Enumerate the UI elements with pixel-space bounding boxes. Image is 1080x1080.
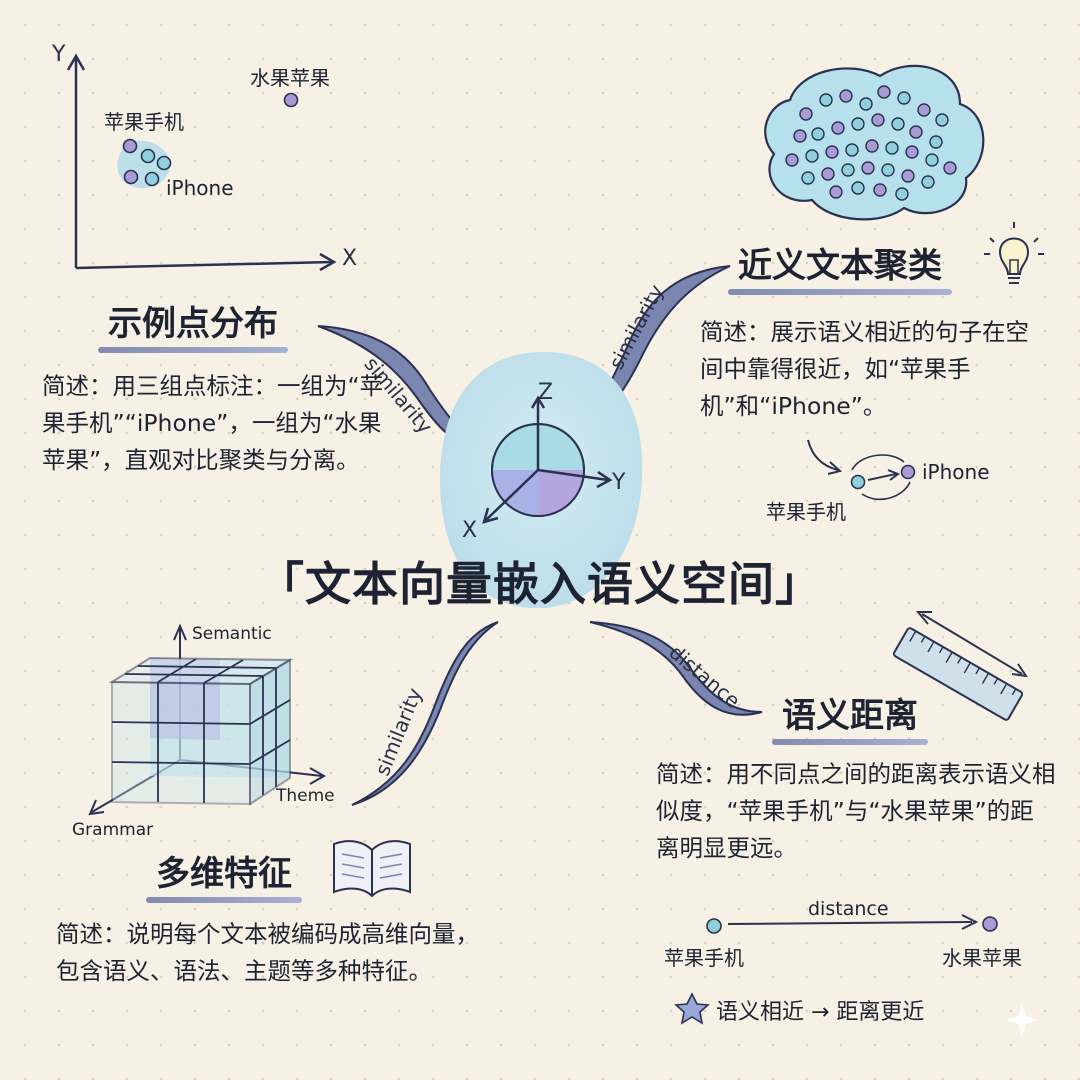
cloud-dot: [851, 181, 865, 195]
ruler-tick: [945, 651, 953, 663]
example-title: 示例点分布: [98, 296, 288, 353]
cloud-dot: [865, 139, 879, 153]
cloud-dot: [793, 129, 807, 143]
cloud-dot: [891, 117, 905, 131]
center-axis-x: X: [462, 518, 478, 543]
cloud-dot: [905, 145, 919, 159]
cloud-dot: [881, 163, 895, 177]
example-label-fruit: 水果苹果: [250, 66, 330, 90]
cloud-dot: [873, 183, 887, 197]
cluster-title: 近义文本聚类: [728, 238, 952, 295]
features-axis-grammar: Grammar: [72, 820, 154, 840]
cloud-dot: [929, 135, 943, 149]
cloud-dot: [921, 175, 935, 189]
cloud-dot: [871, 113, 885, 127]
cloud-dot: [925, 153, 939, 167]
cloud-dot: [895, 187, 909, 201]
ruler-tick: [957, 657, 962, 664]
cloud-dot: [859, 97, 873, 111]
distance-note: 语义相近 → 距离更近: [716, 1000, 925, 1025]
cloud-dot: [909, 125, 923, 139]
cloud-dot: [821, 167, 835, 181]
ruler-tick: [975, 667, 981, 675]
center-axis-y: Y: [612, 470, 626, 495]
distance-arrow-label: distance: [808, 898, 889, 920]
cloud-dot: [845, 143, 859, 157]
ruler-tick: [1011, 688, 1017, 696]
distance-desc: 简述：用不同点之间的距离表示语义相似度，“苹果手机”与“水果苹果”的距离明显更远…: [656, 760, 1056, 862]
cloud-dot: [839, 89, 853, 103]
cloud-dot: [819, 93, 833, 107]
page-title: 「文本向量嵌入语义空间」: [258, 557, 822, 611]
cloud-dot: [943, 161, 957, 175]
center-axis-z: Z: [538, 380, 554, 405]
cloud-dot: [829, 185, 843, 199]
cluster-label-iphone: iPhone: [922, 460, 990, 484]
features-axis-theme: Theme: [276, 786, 335, 806]
example-label-phone: 苹果手机: [104, 110, 184, 134]
cloud-dot: [811, 127, 825, 141]
ruler-tick: [920, 636, 926, 643]
cloud-dot: [877, 85, 891, 99]
cloud-dot: [885, 141, 899, 155]
example-desc: 简述：用三组点标注：一组为“苹果手机”“iPhone”，一组为“水果苹果”，直观…: [42, 372, 384, 474]
example-label-iphone: iPhone: [166, 176, 234, 200]
ruler-tick: [981, 672, 990, 684]
cloud-dot: [841, 163, 855, 177]
ruler-tick: [1000, 683, 1008, 695]
features-axis-semantic: Semantic: [192, 624, 272, 644]
cluster-desc: 简述：展示语义相近的句子在空间中靠得很近，如“苹果手机”和“iPhone”。: [700, 318, 1029, 420]
example-x-axis-label: X: [342, 246, 358, 271]
ruler-tick: [993, 678, 999, 685]
cluster-label-phone: 苹果手机: [766, 500, 846, 524]
cloud-dot: [901, 169, 915, 183]
cloud-dot: [917, 103, 931, 117]
ruler-tick: [938, 646, 944, 654]
ruler-tick: [927, 641, 935, 653]
distance-to-label: 水果苹果: [942, 946, 1022, 970]
distance-from-label: 苹果手机: [664, 946, 744, 970]
cloud-dot: [825, 145, 839, 159]
cloud-dot: [935, 113, 949, 127]
ruler-tick: [963, 662, 971, 674]
cloud-dot: [861, 161, 875, 175]
features-desc: 简述：说明每个文本被编码成高维向量，包含语义、语法、主题等多种特征。: [56, 920, 479, 985]
cloud-dot: [851, 117, 865, 131]
ruler-tick: [909, 630, 917, 642]
cloud-dot: [799, 107, 813, 121]
cloud-dot: [831, 121, 845, 135]
features-title: 多维特征: [146, 846, 302, 903]
cloud-dot: [801, 171, 815, 185]
cloud-dot: [785, 153, 799, 167]
cloud-dot: [897, 91, 911, 105]
branch-bottom-left: [351, 621, 499, 806]
branch-bottom-right: [589, 621, 763, 716]
cloud-dot: [805, 149, 819, 163]
distance-title: 语义距离: [772, 688, 928, 745]
example-y-axis-label: Y: [52, 42, 66, 67]
